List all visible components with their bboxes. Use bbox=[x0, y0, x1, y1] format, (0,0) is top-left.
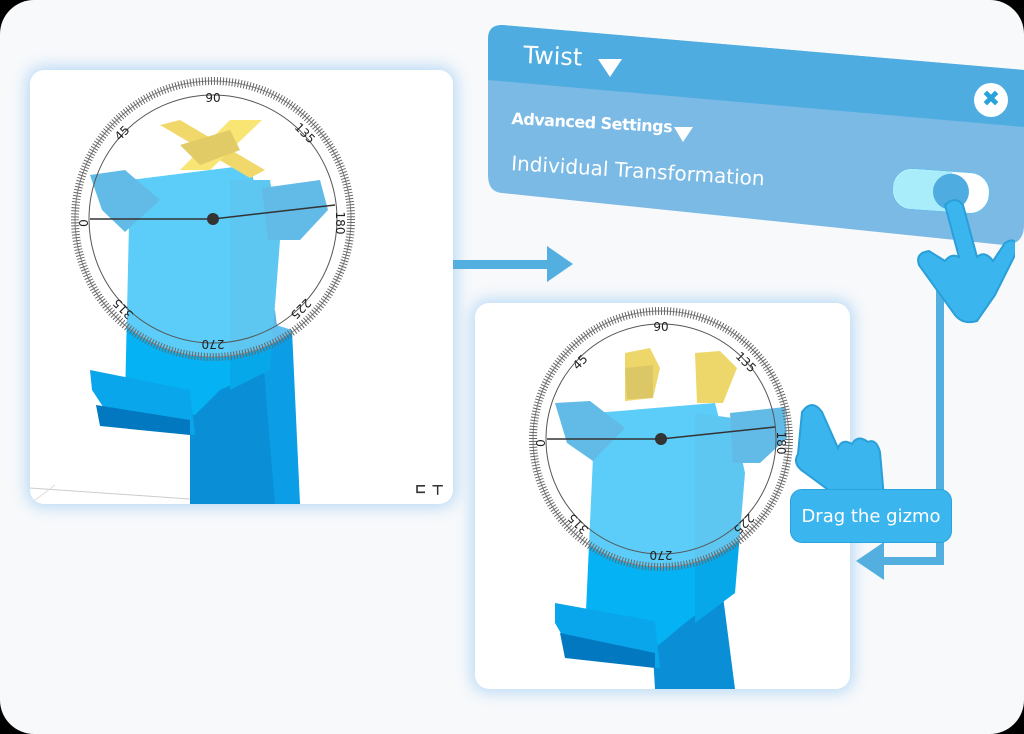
angle-label-270: 270 bbox=[202, 337, 225, 351]
connector-arrow-icon bbox=[856, 280, 944, 580]
drag-hand-icon bbox=[795, 404, 886, 502]
panel-title[interactable]: Twist bbox=[522, 41, 583, 72]
axis-gizmo: ⊥ ⊐ bbox=[415, 481, 444, 497]
angle-label-180: 180 bbox=[774, 432, 788, 455]
viewport-after[interactable]: 90 45 135 0 180 315 225 270 bbox=[475, 303, 850, 689]
angle-label-270: 270 bbox=[650, 548, 673, 562]
advanced-dropdown-icon bbox=[674, 127, 693, 142]
protractor-gizmo[interactable]: 90 45 135 0 180 315 225 270 bbox=[529, 307, 793, 571]
model-scene-before: 90 45 135 0 180 315 225 270 ⊥ ⊐ bbox=[30, 77, 444, 504]
angle-label-90: 90 bbox=[205, 91, 220, 105]
viewport-before[interactable]: 90 45 135 0 180 315 225 270 ⊥ ⊐ bbox=[30, 70, 453, 504]
model-scene-after: 90 45 135 0 180 315 225 270 bbox=[529, 307, 793, 689]
angle-label-0: 0 bbox=[77, 219, 91, 227]
twist-dropdown-icon bbox=[598, 59, 622, 77]
angle-label-0: 0 bbox=[534, 439, 548, 447]
right-arrow-icon bbox=[453, 246, 573, 282]
pointing-hand-icon bbox=[917, 199, 1015, 324]
twist-panel: Twist Advanced Settings Individual Trans… bbox=[488, 25, 1024, 255]
angle-label-90: 90 bbox=[653, 320, 668, 334]
drag-gizmo-tooltip: Drag the gizmo bbox=[790, 489, 952, 543]
close-button[interactable]: ✖ bbox=[974, 83, 1008, 117]
angle-label-180: 180 bbox=[333, 212, 347, 235]
protractor-gizmo[interactable]: 90 45 135 0 180 315 225 270 bbox=[71, 77, 355, 361]
close-x-icon: ✖ bbox=[981, 87, 1001, 112]
